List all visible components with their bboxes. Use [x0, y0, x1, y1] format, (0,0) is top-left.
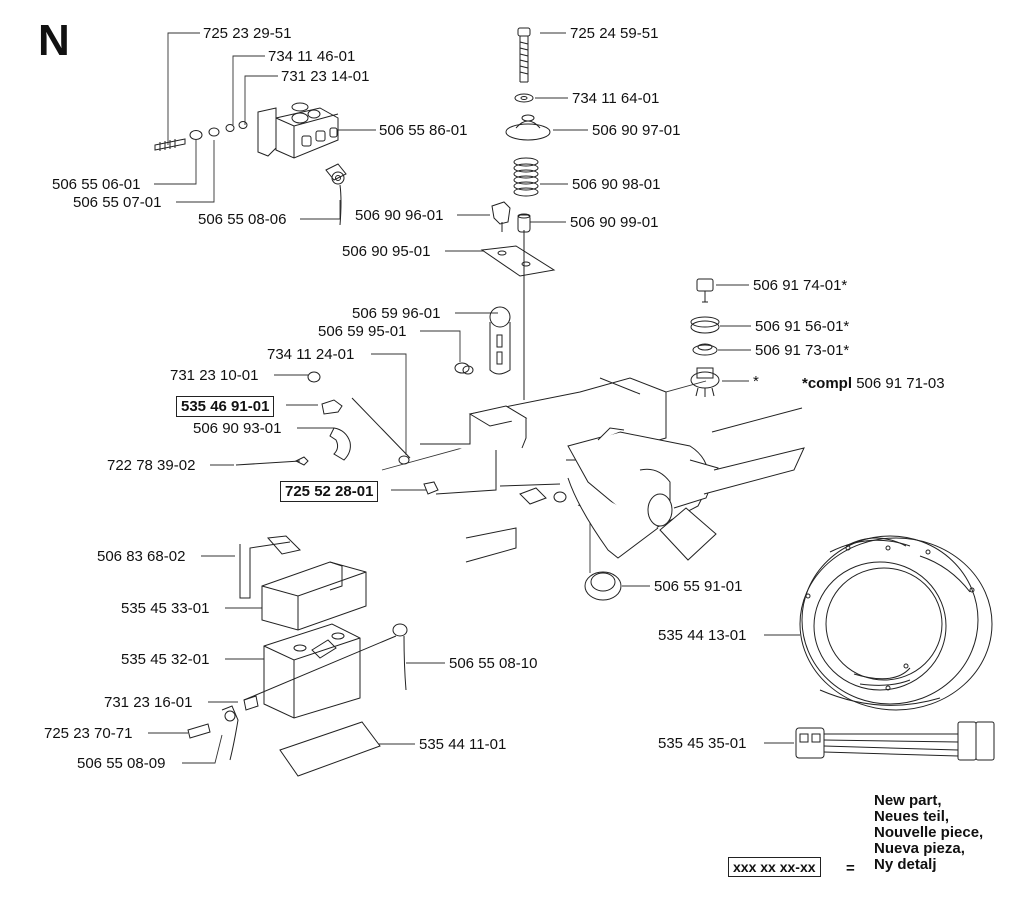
- part-label-506-90-97-01[interactable]: 506 90 97-01: [592, 122, 681, 139]
- part-label-535-45-35-01[interactable]: 535 45 35-01: [658, 735, 747, 752]
- legend-line: Ny detalj: [874, 856, 937, 873]
- part-label-506-55-86-01[interactable]: 506 55 86-01: [379, 122, 468, 139]
- compl-number: 506 91 71-03: [856, 375, 945, 392]
- part-label-734-11-24-01[interactable]: 734 11 24-01: [267, 346, 355, 363]
- part-label-506-91-74-01[interactable]: 506 91 74-01*: [753, 277, 848, 294]
- small-fasteners: [235, 371, 439, 495]
- part-label-506-91-73-01[interactable]: 506 91 73-01*: [755, 342, 850, 359]
- part-label-725-23-29-51[interactable]: 725 23 29-51: [203, 25, 292, 42]
- part-label-506-59-96-01[interactable]: 506 59 96-01: [352, 305, 441, 322]
- connector: [795, 721, 995, 761]
- part-label-506-83-68-02[interactable]: 506 83 68-02: [97, 548, 186, 565]
- part-label-535-46-91-01[interactable]: 535 46 91-01: [176, 396, 275, 417]
- spring: [513, 157, 539, 197]
- part-label-731-23-16-01[interactable]: 731 23 16-01: [104, 694, 193, 711]
- legend-equals: =: [846, 860, 855, 877]
- part-label-506-55-07-01[interactable]: 506 55 07-01: [73, 194, 162, 211]
- part-label-731-23-14-01[interactable]: 731 23 14-01: [281, 68, 370, 85]
- part-label-506-55-91-01[interactable]: 506 55 91-01: [654, 578, 743, 595]
- part-label-535-45-32-01[interactable]: 535 45 32-01: [121, 651, 210, 668]
- legend-line: Neues teil,: [874, 808, 950, 825]
- wiring-harness: [799, 535, 993, 711]
- bolt-spring-stack: [480, 27, 556, 400]
- part-label-506-59-95-01[interactable]: 506 59 95-01: [318, 323, 407, 340]
- part-label-asterisk[interactable]: *: [753, 373, 759, 390]
- legend-line: New part,: [874, 792, 942, 809]
- part-label-535-44-11-01[interactable]: 535 44 11-01: [419, 736, 507, 753]
- compl-note: *compl 506 91 71-03: [802, 375, 945, 392]
- part-label-734-11-64-01[interactable]: 734 11 64-01: [572, 90, 660, 107]
- part-label-734-11-46-01[interactable]: 734 11 46-01: [268, 48, 356, 65]
- part-label-506-90-93-01[interactable]: 506 90 93-01: [193, 420, 282, 437]
- part-label-506-55-08-09[interactable]: 506 55 08-09: [77, 755, 166, 772]
- legend-code-box: xxx xx xx-xx: [728, 857, 821, 877]
- switch-assembly: [154, 102, 347, 226]
- bushing: [584, 571, 622, 601]
- part-label-535-44-13-01[interactable]: 535 44 13-01: [658, 627, 747, 644]
- part-label-722-78-39-02[interactable]: 722 78 39-02: [107, 457, 196, 474]
- legend-line: Nouvelle piece,: [874, 824, 984, 841]
- part-label-506-90-96-01[interactable]: 506 90 96-01: [355, 207, 444, 224]
- new-part-legend: New part, Neues teil, Nouvelle piece, Nu…: [874, 793, 983, 873]
- part-label-506-55-06-01[interactable]: 506 55 06-01: [52, 176, 141, 193]
- section-letter: N: [38, 16, 70, 65]
- key-switch-parts: [690, 278, 720, 397]
- part-label-535-45-33-01[interactable]: 535 45 33-01: [121, 600, 210, 617]
- frame-housing: [420, 377, 805, 563]
- legend-line: Nueva pieza,: [874, 840, 965, 857]
- part-label-725-24-59-51[interactable]: 725 24 59-51: [570, 25, 659, 42]
- part-label-725-23-70-71[interactable]: 725 23 70-71: [44, 725, 133, 742]
- compl-prefix: *compl: [802, 375, 853, 392]
- part-label-506-90-99-01[interactable]: 506 90 99-01: [570, 214, 659, 231]
- part-label-731-23-10-01[interactable]: 731 23 10-01: [170, 367, 259, 384]
- battery-parts: [187, 535, 408, 777]
- part-label-506-91-56-01[interactable]: 506 91 56-01*: [755, 318, 850, 335]
- lever-parts: [454, 306, 511, 375]
- part-label-506-90-98-01[interactable]: 506 90 98-01: [572, 176, 661, 193]
- part-label-725-52-28-01[interactable]: 725 52 28-01: [280, 481, 379, 502]
- part-label-506-90-95-01[interactable]: 506 90 95-01: [342, 243, 431, 260]
- part-label-506-55-08-10[interactable]: 506 55 08-10: [449, 655, 538, 672]
- part-label-506-55-08-06[interactable]: 506 55 08-06: [198, 211, 287, 228]
